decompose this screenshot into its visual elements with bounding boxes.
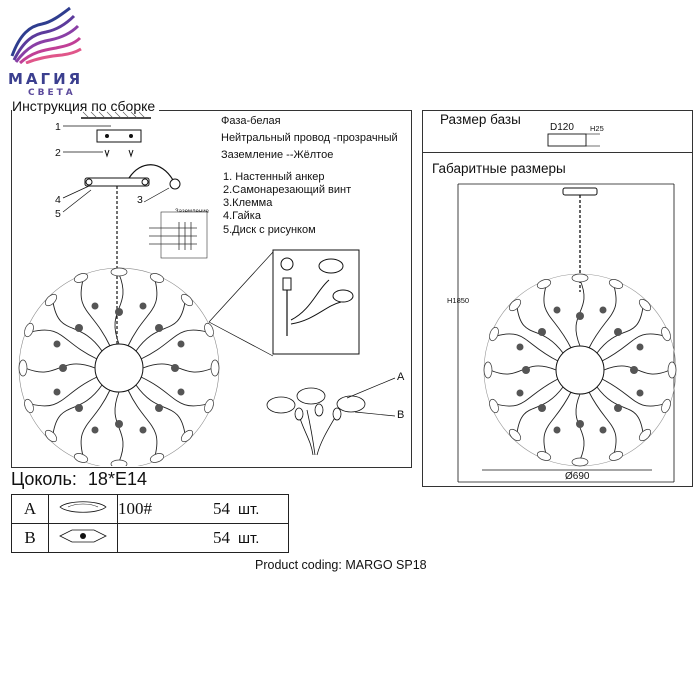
socket-info: Цоколь: 18*E14 [11, 469, 147, 490]
label-a: A [397, 371, 405, 383]
logo-wave-icon [10, 6, 82, 64]
step-nut: 4.Гайка [223, 210, 261, 222]
callout-1: 1 [55, 121, 61, 133]
product-coding: Product coding: MARGO SP18 [255, 558, 427, 572]
part-qty: 54 [196, 523, 230, 553]
label-b: B [397, 409, 405, 421]
part-letter: A [11, 494, 49, 524]
base-size-panel [422, 110, 693, 154]
part-code: 100# [117, 494, 196, 524]
part-qty: 54 [196, 494, 230, 524]
part-image [48, 523, 118, 553]
dimension-width: Ø690 [565, 471, 590, 482]
part-image [48, 494, 118, 524]
assembly-title: Инструкция по сборке [12, 98, 160, 114]
wire-phase-label: Фаза-белая [221, 115, 281, 127]
socket-value: 18*E14 [87, 469, 147, 489]
logo-subtitle: СВЕТА [28, 88, 76, 98]
crystal-b-icon [59, 529, 107, 542]
part-letter: B [11, 523, 49, 553]
step-anchor: 1. Настенный анкер [223, 171, 325, 183]
brand-logo: МАГИЯ СВЕТА [6, 6, 86, 98]
wire-neutral-label: Нейтральный провод -прозрачный [221, 132, 398, 144]
callout-3: 3 [137, 194, 143, 206]
callout-2: 2 [55, 147, 61, 159]
callout-5: 5 [55, 208, 61, 220]
logo-title: МАГИЯ [8, 70, 84, 88]
dimensions-drawing [457, 183, 677, 483]
part-unit: шт. [230, 494, 289, 524]
part-unit: шт. [230, 523, 289, 553]
table-row: A 100# 54 шт. [11, 494, 289, 524]
base-diameter: D120 [550, 122, 574, 133]
table-row: B 54 шт. [11, 523, 289, 553]
base-size-title: Размер базы [440, 112, 521, 127]
step-screw: 2.Самонарезающий винт [223, 184, 352, 196]
step-terminal: 3.Клемма [223, 197, 273, 209]
assembly-drawing [18, 111, 396, 466]
base-height: H25 [590, 124, 604, 133]
dimensions-title: Габаритные размеры [432, 161, 566, 176]
parts-table: A 100# 54 шт. B 54 шт. [11, 494, 289, 553]
step-disc: 5.Диск с рисунком [223, 224, 316, 236]
base-drawing [547, 133, 600, 147]
part-code [117, 523, 196, 553]
crystal-a-icon [59, 500, 107, 513]
wire-ground-label: Заземление --Жёлтое [221, 149, 334, 161]
socket-label: Цоколь: [11, 469, 77, 489]
callout-4: 4 [55, 194, 61, 206]
